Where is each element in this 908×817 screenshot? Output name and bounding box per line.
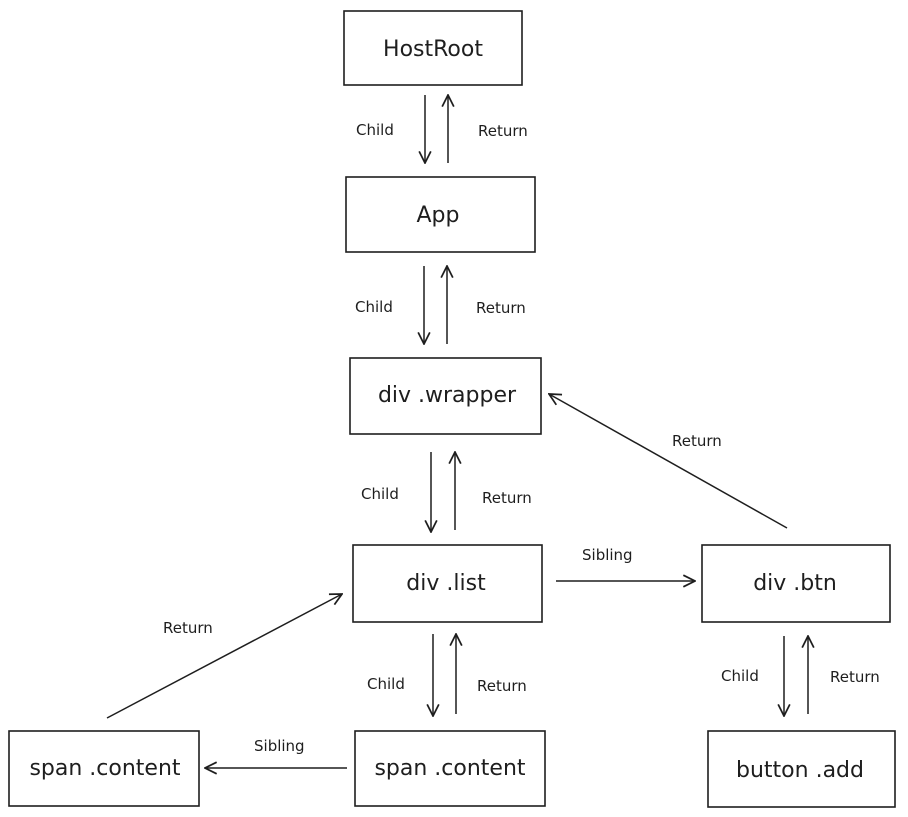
node-div-wrapper-label: div .wrapper <box>378 383 517 408</box>
node-div-btn-label: div .btn <box>753 571 837 596</box>
edge-label-child-1: Child <box>356 121 394 139</box>
node-button-add: button .add <box>707 730 896 808</box>
edge-label-sibling-2: Sibling <box>254 737 305 755</box>
node-div-list: div .list <box>352 544 543 623</box>
node-span-content-right-label: span .content <box>374 756 525 781</box>
node-span-content-right: span .content <box>354 730 546 807</box>
node-app-label: App <box>417 203 460 228</box>
edge-label-sibling-1: Sibling <box>582 546 633 564</box>
node-app: App <box>345 176 536 253</box>
edge-label-return-4: Return <box>672 432 722 450</box>
edge-label-child-2: Child <box>355 298 393 316</box>
node-div-wrapper: div .wrapper <box>349 357 542 435</box>
node-div-btn: div .btn <box>701 544 891 623</box>
edge-label-child-3: Child <box>361 485 399 503</box>
edge-label-child-5: Child <box>721 667 759 685</box>
edge-label-return-2: Return <box>476 299 526 317</box>
node-span-content-left-label: span .content <box>29 756 180 781</box>
edge-label-return-3: Return <box>482 489 532 507</box>
edge-label-return-5: Return <box>477 677 527 695</box>
node-div-list-label: div .list <box>406 571 486 596</box>
edge-label-child-4: Child <box>367 675 405 693</box>
node-span-content-left: span .content <box>8 730 200 807</box>
node-hostroot: HostRoot <box>343 10 523 86</box>
edge-label-return-1: Return <box>478 122 528 140</box>
edge-return-btn-wrapper <box>549 394 788 529</box>
edge-label-return-7: Return <box>830 668 880 686</box>
node-button-add-label: button .add <box>736 758 864 783</box>
node-hostroot-label: HostRoot <box>383 37 483 62</box>
edge-label-return-6: Return <box>163 619 213 637</box>
edge-return-span-left-list <box>106 594 342 719</box>
